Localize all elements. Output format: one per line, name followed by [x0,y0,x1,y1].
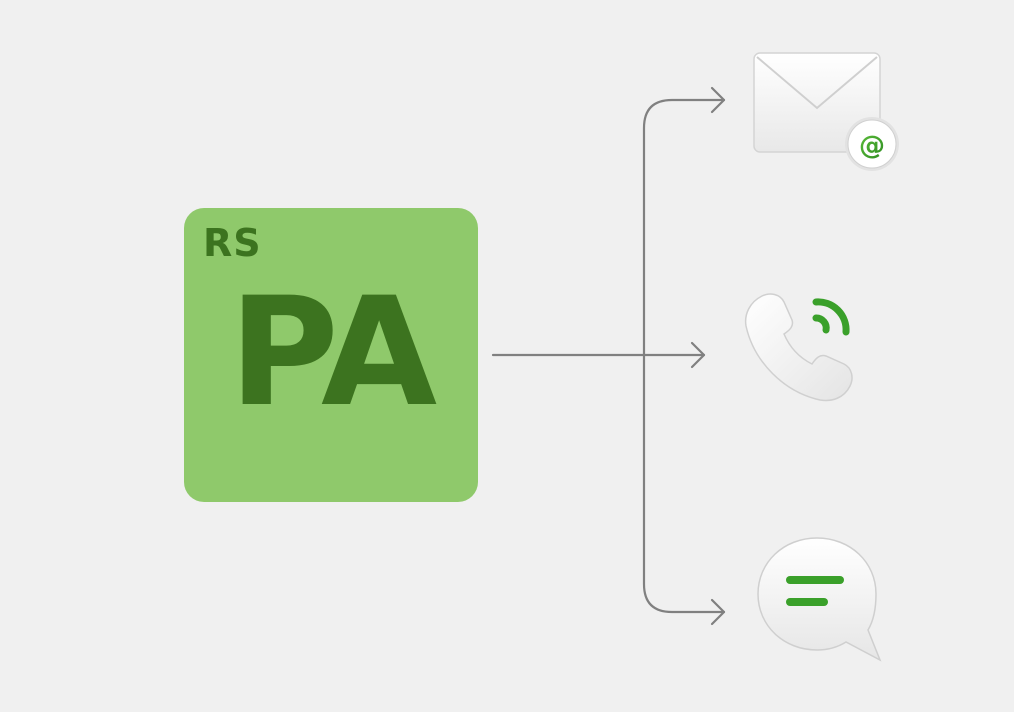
chat-bubble-icon [757,537,882,662]
logo-small-text: RS [203,221,262,265]
email-at-icon: @ [753,52,899,171]
svg-text:@: @ [859,131,885,161]
rs-pa-logo-tile: RS PA [184,208,478,502]
arrow-head-chat [710,598,726,626]
arrow-head-phone [690,341,706,369]
arrow-head-email [710,86,726,114]
connector-branch [642,98,726,614]
logo-large-text: PA [228,266,437,440]
phone-call-icon [744,293,853,402]
